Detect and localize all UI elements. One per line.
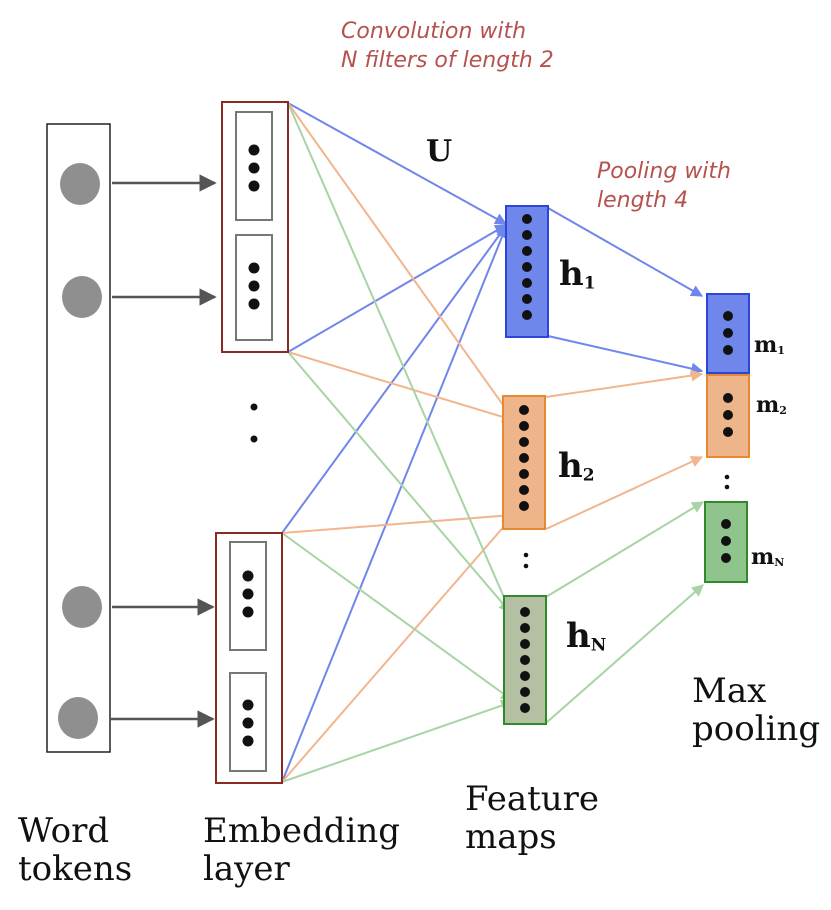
- token-circle-1: [60, 163, 100, 205]
- weights-label: U: [426, 134, 453, 169]
- label-m1: m1: [754, 332, 785, 358]
- word-tokens-label: Word tokens: [18, 812, 132, 888]
- label-m1-sub: 1: [777, 344, 785, 358]
- pooling-connections: [545, 207, 705, 724]
- feature-map-ellipsis: [523, 552, 529, 569]
- feature-map-dots: [519, 214, 532, 713]
- pooling-note: Pooling with length 4: [597, 158, 731, 215]
- label-hN-base: h: [566, 616, 591, 656]
- convolution-note: Convolution with N filters of length 2: [341, 18, 554, 75]
- label-h2: h2: [558, 446, 595, 486]
- token-circle-2: [62, 276, 102, 318]
- pooling-note-line2: length 4: [597, 187, 689, 213]
- embedding-ellipsis: [250, 403, 258, 443]
- label-hN-sub: N: [590, 635, 607, 656]
- label-m2: m2: [756, 392, 787, 418]
- feature-maps-label-line1: Feature: [465, 779, 600, 819]
- label-m2-base: m: [756, 392, 780, 418]
- label-mN: mN: [751, 544, 784, 570]
- label-m1-base: m: [754, 332, 778, 358]
- label-mN-base: m: [751, 544, 775, 570]
- max-pooling-label-line2: pooling: [692, 709, 821, 750]
- word-tokens-label-line1: Word: [18, 811, 110, 851]
- feature-maps-label: Feature maps: [465, 780, 599, 856]
- label-h1-sub: 1: [583, 273, 596, 294]
- max-pooling-label-line1: Max: [692, 671, 767, 711]
- label-mN-sub: N: [774, 556, 785, 570]
- label-h2-base: h: [558, 446, 583, 486]
- convolution-note-line1: Convolution with: [341, 19, 527, 44]
- token-circle-4: [58, 697, 98, 739]
- embedding-dots: [242, 144, 260, 747]
- embedding-layer-label-line2: layer: [203, 849, 290, 890]
- embedding-layer-label-line1: Embedding: [203, 811, 401, 851]
- label-h2-sub: 2: [582, 465, 595, 486]
- label-h1: h1: [559, 254, 596, 294]
- word-tokens-box: [46, 123, 111, 753]
- pooling-note-line1: Pooling with: [597, 159, 731, 184]
- embedding-layer-label: Embedding layer: [203, 812, 400, 888]
- max-pooling-label: Max pooling: [692, 672, 820, 748]
- max-pool-ellipsis: [724, 474, 730, 490]
- convolution-connections: [281, 102, 515, 783]
- word-tokens-label-line2: tokens: [18, 849, 133, 890]
- label-h1-base: h: [559, 254, 584, 294]
- feature-maps-label-line2: maps: [465, 817, 557, 858]
- convolution-note-line2: N filters of length 2: [341, 47, 554, 73]
- max-pool-dots: [721, 311, 733, 563]
- token-circle-3: [62, 586, 102, 628]
- label-m2-sub: 2: [779, 404, 787, 418]
- label-hN: hN: [566, 616, 606, 656]
